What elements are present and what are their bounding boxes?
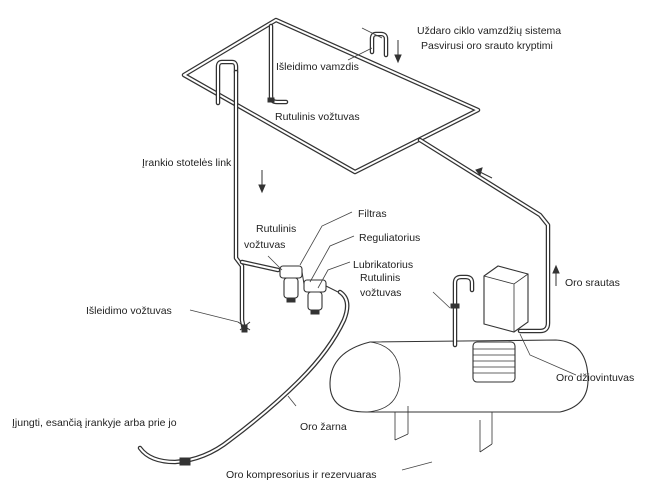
label-air-dryer: Oro džiovintuvas [556, 372, 634, 384]
label-discharge-pipe: Išleidimo vamzdis [276, 61, 359, 73]
flow-arrow-down-right-top [394, 40, 402, 64]
frl-branch-pipe [239, 259, 281, 273]
drain-valve-icon [237, 321, 251, 333]
air-hose [137, 289, 350, 465]
ball-valve-right-icon [450, 303, 460, 309]
label-ball-valve-top: Rutulinis vožtuvas [275, 111, 360, 123]
air-dryer [483, 265, 529, 333]
top-outlet-elbow-left [215, 59, 239, 106]
label-connect-tool: Įjungti, esančią įrankyje arba prie jo [12, 417, 177, 429]
ball-valve-top-icon [267, 97, 275, 103]
regulator-unit [303, 279, 327, 315]
hose-coupler-icon [179, 457, 191, 466]
label-air-hose: Oro žarna [300, 421, 347, 433]
label-regulator: Reguliatorius [359, 232, 420, 244]
closed-loop-pipe [181, 17, 481, 175]
label-inclined-flow: Pasvirusi oro srauto kryptimi [421, 40, 553, 52]
label-to-workbench: Įrankio stotelės link [142, 157, 232, 169]
compressor-motor-icon [472, 341, 516, 383]
label-filter: Filtras [358, 208, 387, 220]
label-ball-valve-right-1: Rutulinis [360, 272, 400, 284]
top-outlet-elbow-right [369, 31, 389, 58]
frl-connector-pipe [301, 271, 339, 293]
label-closed-loop: Uždaro ciklo vamzdžių sistema [417, 25, 561, 37]
leader-lines [189, 27, 577, 471]
top-riser-center [267, 23, 289, 105]
label-lubricator: Lubrikatorius [353, 259, 413, 271]
drop-pipe-to-workbench [233, 69, 247, 333]
label-ball-valve-left-1: Rutulinis [256, 223, 296, 235]
flow-arrow-up [552, 264, 560, 286]
label-drain-valve: Išleidimo vožtuvas [86, 305, 172, 317]
filter-unit [279, 265, 303, 303]
flow-arrow-down-left [258, 170, 266, 194]
label-ball-valve-left-2: vožtuvas [244, 239, 285, 251]
label-compressor-tank: Oro kompresorius ir rezervuaras [226, 469, 377, 481]
flow-arrow-loop [475, 167, 493, 179]
label-air-flow: Oro srautas [565, 277, 620, 289]
compressor-tank [329, 339, 589, 453]
supply-pipe-from-dryer [417, 137, 551, 334]
label-ball-valve-right-2: vožtuvas [360, 287, 401, 299]
tank-riser-pipe [450, 274, 475, 348]
